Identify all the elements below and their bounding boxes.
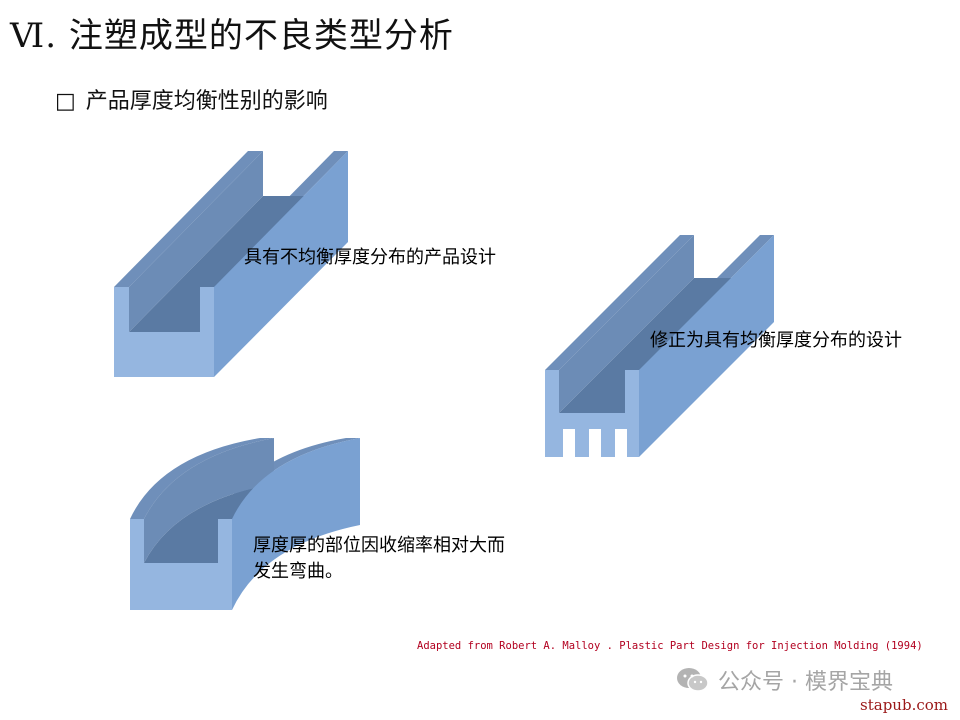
balanced-channel-figure: [545, 235, 774, 457]
warped-channel-figure: [130, 438, 360, 610]
subtitle-text: 产品厚度均衡性别的影响: [85, 89, 328, 114]
channel-front-face: [114, 287, 214, 377]
unbalanced-design-label: 具有不均衡厚度分布的产品设计: [244, 247, 496, 268]
slide-subtitle: □ 产品厚度均衡性别的影响: [55, 83, 328, 115]
balanced-design-label: 修正为具有均衡厚度分布的设计: [650, 330, 902, 351]
slide-title: Ⅵ. 注塑成型的不良类型分析: [10, 16, 454, 56]
channel-inner-wall: [129, 151, 263, 332]
warping-line-2: 发生弯曲。: [253, 561, 343, 582]
warping-line-1: 厚度厚的部位因收缩率相对大而: [253, 535, 505, 556]
bullet-box: □: [55, 89, 76, 114]
wechat-icon: [677, 668, 709, 692]
warping-explanation: 厚度厚的部位因收缩率相对大而 发生弯曲。: [253, 533, 505, 585]
watermark-text: 公众号 · 模界宝典: [718, 670, 893, 695]
channel-side-face: [214, 151, 348, 377]
site-watermark: stapub.com: [860, 696, 948, 714]
unbalanced-channel-figure: [114, 151, 348, 377]
watermark: 公众号 · 模界宝典: [676, 664, 893, 696]
source-citation: Adapted from Robert A. Malloy . Plastic …: [417, 640, 923, 652]
channel-top-faces: [114, 151, 263, 287]
